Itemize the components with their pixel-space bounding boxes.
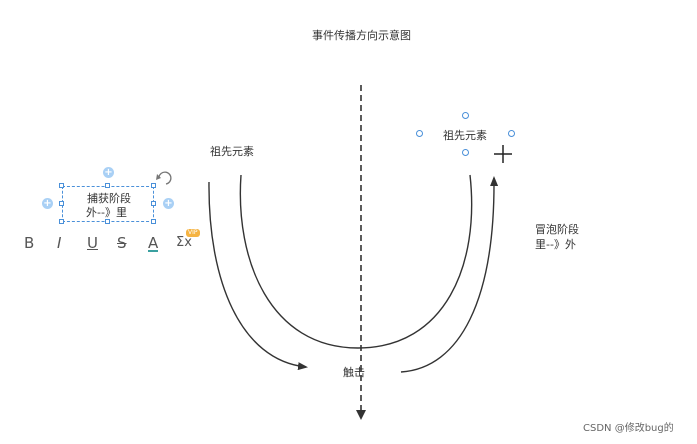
strikethrough-button[interactable]: S	[117, 234, 127, 252]
crosshair-cursor-icon	[494, 145, 512, 163]
bubble-phase-line1[interactable]: 冒泡阶段	[535, 223, 579, 236]
resize-handle-tc[interactable]	[105, 183, 110, 188]
vip-badge: VIP	[186, 229, 200, 237]
bubble-arrow[interactable]	[400, 176, 499, 373]
rotate-arrowhead	[156, 174, 161, 180]
resize-handle-tr[interactable]	[151, 183, 156, 188]
connection-point-top[interactable]	[462, 112, 469, 119]
resize-handle-tl[interactable]	[59, 183, 64, 188]
rotate-icon[interactable]	[158, 171, 172, 185]
resize-handle-ml[interactable]	[59, 201, 64, 206]
connection-point-bottom[interactable]	[462, 149, 469, 156]
underline-button[interactable]: U	[87, 234, 98, 252]
watermark: CSDN @修改bug的	[583, 423, 674, 434]
capture-phase-line1[interactable]: 捕获阶段	[87, 192, 131, 205]
bold-button[interactable]: B	[24, 234, 35, 252]
capture-arrow[interactable]	[208, 181, 308, 371]
add-connector-right-icon[interactable]: +	[163, 198, 174, 209]
formula-button[interactable]: Σx	[176, 235, 192, 250]
italic-button[interactable]: I	[57, 234, 62, 252]
center-arrowhead	[356, 410, 366, 420]
add-connector-top-icon[interactable]: +	[103, 167, 114, 178]
u-curve[interactable]	[239, 174, 473, 349]
bubble-phase-line2[interactable]: 里--》外	[535, 238, 576, 251]
right-ancestor-label[interactable]: 祖先元素	[443, 129, 487, 142]
resize-handle-br[interactable]	[151, 219, 156, 224]
diagram-title: 事件传播方向示意图	[312, 29, 411, 42]
connection-point-right[interactable]	[508, 130, 515, 137]
text-selection-box[interactable]	[62, 186, 154, 222]
resize-handle-bl[interactable]	[59, 219, 64, 224]
font-color-button[interactable]: A	[148, 234, 159, 252]
capture-phase-line2[interactable]: 外--》里	[86, 206, 127, 219]
resize-handle-mr[interactable]	[151, 201, 156, 206]
resize-handle-bc[interactable]	[105, 219, 110, 224]
target-label[interactable]: 触击	[343, 366, 365, 379]
add-connector-left-icon[interactable]: +	[42, 198, 53, 209]
connection-point-left[interactable]	[416, 130, 423, 137]
left-ancestor-label[interactable]: 祖先元素	[210, 145, 254, 158]
